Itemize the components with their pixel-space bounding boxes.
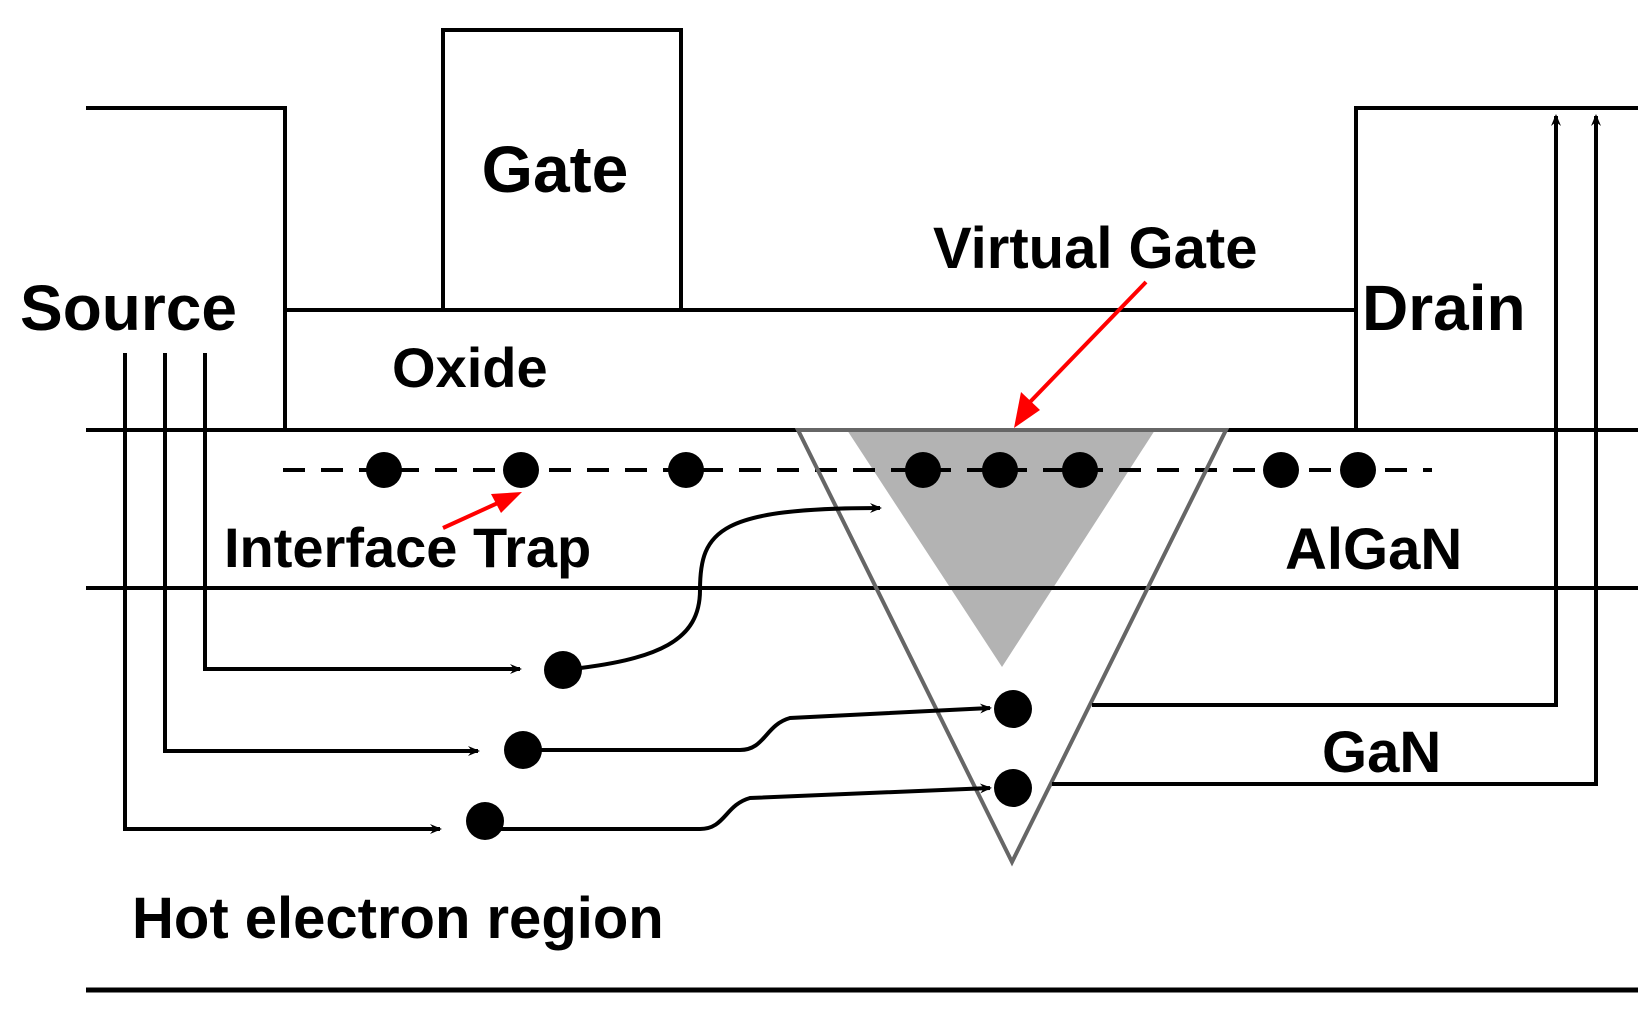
interface-traps [366,452,1376,488]
electron-dot [504,731,542,769]
virtual-gate-pointer-line [1028,280,1148,404]
trajectory-to-trap-1 [523,703,992,752]
source-label: Source [20,272,237,344]
gate-label: Gate [482,132,629,206]
algan-label: AlGaN [1285,517,1462,582]
drain-path-1 [1092,114,1561,707]
drain-label: Drain [1362,272,1526,344]
trap-dot [366,452,402,488]
trap-dot [905,452,941,488]
trapped-electron-dot [994,769,1032,807]
drain-contact [1354,106,1638,430]
virtual-gate-pointer-head [1014,392,1040,428]
trap-dot [1263,452,1299,488]
gate-electrode [441,28,683,310]
virtual-gate-label: Virtual Gate [933,216,1258,281]
trap-dot [503,452,539,488]
trap-dot [1340,452,1376,488]
oxide-label: Oxide [392,336,548,399]
interface-trap-pointer-head [491,492,522,513]
electron-dot [466,802,504,840]
trap-dot [1062,452,1098,488]
trap-dot [982,452,1018,488]
virtual-gate-depletion-region [847,430,1155,667]
interface-trap-label: Interface Trap [224,516,591,579]
trapped-electron-dot [994,690,1032,728]
red-pointers [442,280,1148,530]
electron-paths [123,114,1601,834]
source-path-2 [163,353,480,756]
gan-label: GaN [1322,720,1441,785]
hot-electron-region-label: Hot electron region [132,886,664,951]
field-region-outline [794,428,1230,867]
source-contact [86,106,287,430]
trajectory-to-virtual-gate [562,503,882,672]
source-path-3 [123,353,442,834]
drain-path-2 [1052,114,1601,786]
interface-trap-pointer-line [442,500,501,530]
source-path-1 [203,353,522,674]
electron-dot [544,651,582,689]
trap-dot [668,452,704,488]
trajectory-to-trap-2 [485,783,992,831]
hot-electrons [466,651,1032,840]
